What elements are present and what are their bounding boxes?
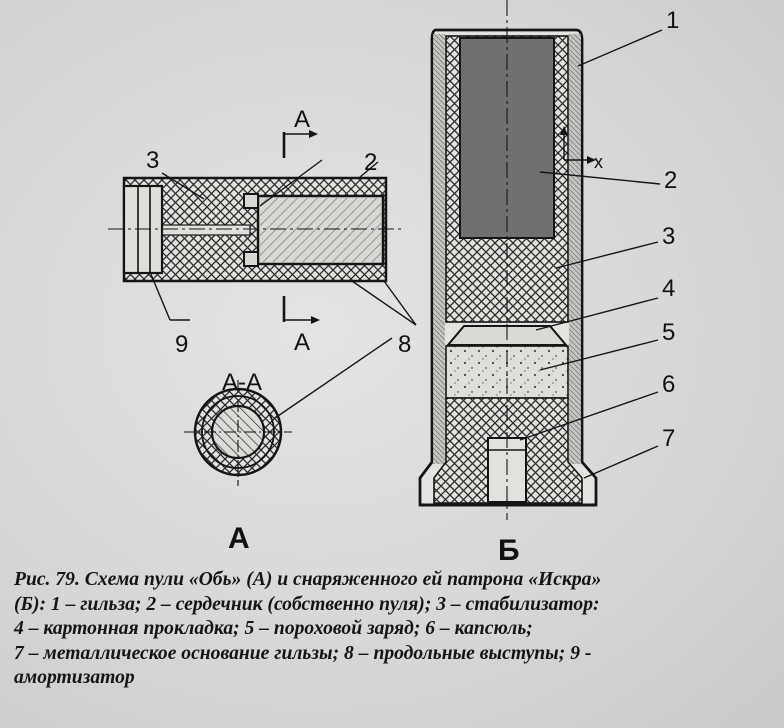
cartridge-diagram: А А 3 2 9 8 А-А А bbox=[108, 0, 679, 560]
cross-section-a-a: А-А bbox=[184, 337, 393, 486]
bullet-channel bbox=[159, 224, 251, 236]
figure-caption: Рис. 79. Схема пули «Обь» (А) и снаряжен… bbox=[14, 568, 778, 691]
label-a-3: 3 bbox=[146, 147, 159, 174]
section-mark-top: А bbox=[294, 106, 310, 133]
label-b-5: 5 bbox=[662, 319, 675, 346]
label-b-4: 4 bbox=[662, 275, 675, 302]
view-a-letter: А bbox=[228, 522, 250, 555]
axis-label: х bbox=[594, 152, 603, 172]
label-a-9: 9 bbox=[175, 331, 188, 358]
caption-line: Рис. 79. Схема пули «Обь» (А) и снаряжен… bbox=[14, 569, 602, 590]
view-b-letter: Б bbox=[498, 534, 520, 560]
caption-line: 7 – металлическое основание гильзы; 8 – … bbox=[14, 642, 592, 664]
label-a-8: 8 bbox=[398, 331, 411, 358]
bullet-section-view: А А 3 2 9 8 bbox=[108, 106, 417, 358]
caption-line: 4 – картонная прокладка; 5 – пороховой з… bbox=[14, 618, 533, 639]
caption-line: (Б): 1 – гильза; 2 – сердечник (собствен… bbox=[14, 593, 600, 615]
label-b-6: 6 bbox=[662, 371, 675, 398]
caption-line: амортизатор bbox=[14, 667, 135, 688]
label-b-1: 1 bbox=[666, 7, 679, 34]
cartridge-view: х 1 2 3 4 5 6 7 bbox=[418, 0, 679, 520]
label-b-2: 2 bbox=[664, 167, 677, 194]
label-a-2: 2 bbox=[364, 149, 377, 176]
section-mark-bottom: А bbox=[294, 329, 310, 356]
label-b-3: 3 bbox=[662, 223, 675, 250]
label-b-7: 7 bbox=[662, 425, 675, 452]
